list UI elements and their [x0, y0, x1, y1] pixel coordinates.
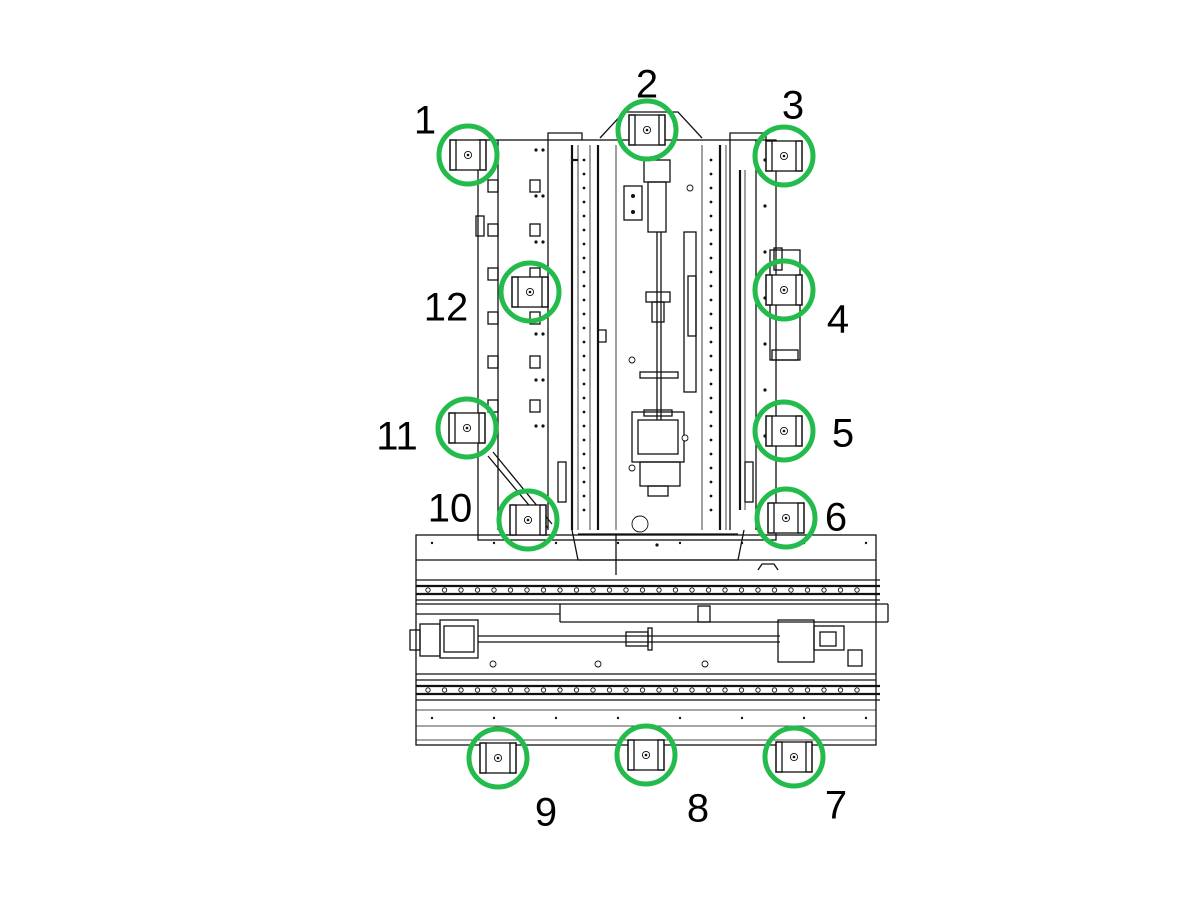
machine-bed: [409, 534, 889, 746]
marker-ring: [614, 723, 678, 787]
marker-label: 9: [535, 791, 557, 835]
mounting-point-3: 3: [752, 84, 816, 188]
marker-ring: [754, 486, 818, 550]
mounting-foot-icon: [449, 139, 487, 171]
mounting-point-9: 9: [466, 726, 557, 835]
marker-label: 3: [782, 84, 804, 128]
mounting-foot-icon: [765, 415, 803, 447]
mounting-point-11: 11: [376, 396, 499, 460]
mounting-foot-icon: [628, 114, 666, 146]
mounting-point-5: 5: [752, 399, 854, 463]
marker-label: 6: [825, 496, 847, 540]
marker-label: 7: [825, 784, 847, 828]
mounting-foot-icon: [479, 742, 517, 774]
vertical-column: [475, 111, 801, 575]
mounting-foot-icon: [765, 274, 803, 306]
marker-ring: [436, 123, 500, 187]
mounting-point-2: 2: [615, 63, 679, 162]
mounting-foot-icon: [627, 739, 665, 771]
mounting-point-12: 12: [424, 260, 562, 330]
marker-ring: [752, 399, 816, 463]
marker-ring: [466, 726, 530, 790]
mounting-foot-icon: [765, 140, 803, 172]
marker-ring: [435, 396, 499, 460]
marker-label: 1: [414, 99, 436, 143]
mounting-foot-icon: [511, 276, 549, 308]
marker-label: 2: [636, 63, 658, 107]
mounting-foot-icon: [767, 502, 805, 534]
marker-ring: [615, 98, 679, 162]
marker-label: 8: [687, 787, 709, 831]
mounting-foot-icon: [448, 412, 486, 444]
mounting-point-7: 7: [762, 725, 847, 828]
marker-ring: [498, 260, 562, 324]
marker-label: 5: [832, 412, 854, 456]
marker-label: 11: [376, 415, 418, 459]
mounting-point-6: 6: [754, 486, 847, 550]
mounting-foot-icon: [775, 741, 813, 773]
mounting-point-10: 10: [428, 487, 560, 552]
mounting-foot-icon: [509, 504, 547, 536]
marker-label: 12: [424, 286, 469, 330]
mounting-point-4: 4: [752, 258, 849, 342]
mounting-point-1: 1: [414, 99, 500, 187]
marker-ring: [762, 725, 826, 789]
marker-ring: [752, 258, 816, 322]
mounting-point-8: 8: [614, 723, 709, 831]
marker-ring: [496, 488, 560, 552]
marker-label: 4: [827, 298, 849, 342]
marker-ring: [752, 124, 816, 188]
marker-label: 10: [428, 487, 473, 531]
